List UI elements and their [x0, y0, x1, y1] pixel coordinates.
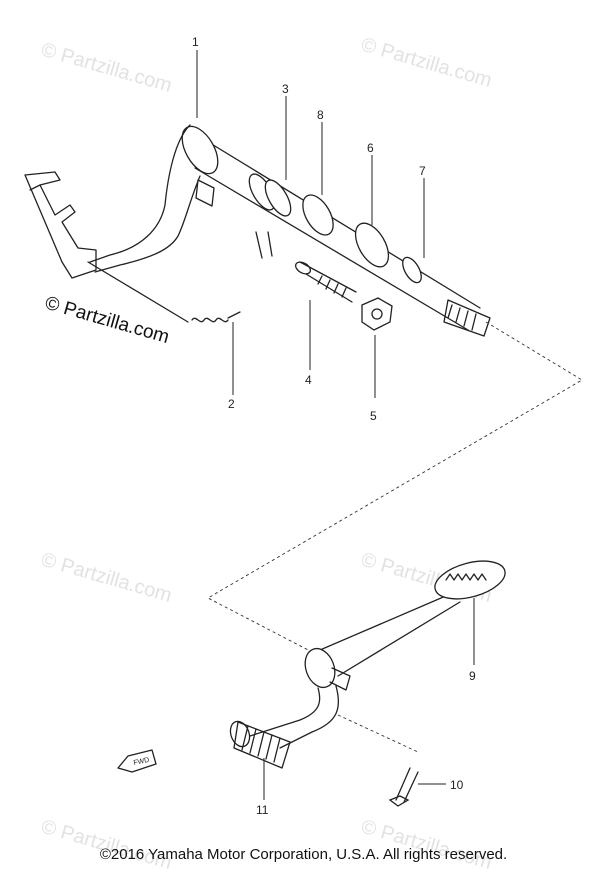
pedal-bolt-head [388, 795, 410, 807]
watermark-text: © Partzilla.com [359, 34, 495, 92]
pedal-arm-bottom [337, 601, 461, 677]
callout-9: 9 [469, 669, 476, 683]
callout-10: 10 [450, 778, 464, 792]
hook-tip [29, 184, 41, 191]
background-watermarks: © Partzilla.com © Partzilla.com © Partzi… [39, 34, 495, 874]
callout-2: 2 [228, 397, 235, 411]
callout-5: 5 [370, 409, 377, 423]
fwd-arrow-icon [117, 749, 157, 773]
shaft-bracket [195, 179, 215, 207]
watermark-text: © Partzilla.com [39, 39, 175, 97]
callout-7: 7 [419, 164, 426, 178]
lower-leaders [263, 598, 475, 800]
pin-marks [255, 231, 273, 259]
rubber-ribs [241, 725, 281, 763]
callout-1: 1 [192, 35, 199, 49]
shaft-bottom-edge [194, 167, 469, 331]
clip-7 [402, 256, 422, 284]
fwd-label: FWD [133, 757, 150, 767]
callout-numbers: 1 3 8 6 7 4 5 2 9 10 11 [192, 35, 476, 817]
watermark-text: © Partzilla.com [359, 816, 495, 873]
watermark-text: © Partzilla.com [39, 549, 175, 607]
spring-coil [191, 317, 229, 323]
spring-end [227, 311, 241, 319]
rubber-body [233, 721, 291, 769]
bolt-4 [294, 261, 357, 303]
shift-shaft-assembly [24, 124, 491, 337]
shift-pedal-assembly: FWD [117, 560, 506, 807]
callout-8: 8 [317, 108, 324, 122]
callout-6: 6 [367, 141, 374, 155]
spring-arm [87, 261, 189, 323]
upper-leaders [196, 50, 425, 398]
shaft-boss [181, 125, 219, 175]
callout-11: 11 [256, 803, 269, 817]
copyright-notice: ©2016 Yamaha Motor Corporation, U.S.A. A… [99, 846, 508, 863]
callout-4: 4 [305, 373, 312, 387]
pedal-lower-arm-top [249, 687, 321, 737]
return-spring [87, 261, 241, 323]
watermark-text: © Partzilla.com [39, 816, 175, 873]
shaft-spline-marks [447, 304, 477, 331]
pedal-boss [304, 647, 336, 689]
pedal-pad-texture [445, 573, 487, 581]
bolt-dashed-line [337, 714, 419, 753]
bolt-head [294, 261, 312, 275]
nut-5 [361, 297, 393, 331]
collar-3b [264, 179, 292, 217]
bolt-thread [317, 275, 347, 298]
pedal-bolt-shaft [395, 767, 419, 803]
washer-8 [302, 194, 334, 236]
pedal-clamp [329, 667, 351, 691]
shift-hook-lever [24, 171, 97, 279]
callout-3: 3 [282, 82, 289, 96]
bolt-body [299, 261, 357, 303]
washer-6 [354, 222, 390, 268]
connection-dashed-line [207, 321, 583, 653]
nut-body [361, 297, 393, 331]
pedal-lower-arm-bottom [279, 685, 340, 749]
shift-arm-inner [94, 175, 201, 273]
shaft-splined-end [443, 299, 491, 337]
shift-arm-outer [89, 124, 191, 263]
pedal-arm-top [319, 591, 456, 651]
shaft-top-edge [204, 139, 481, 309]
nut-hole [371, 308, 383, 320]
